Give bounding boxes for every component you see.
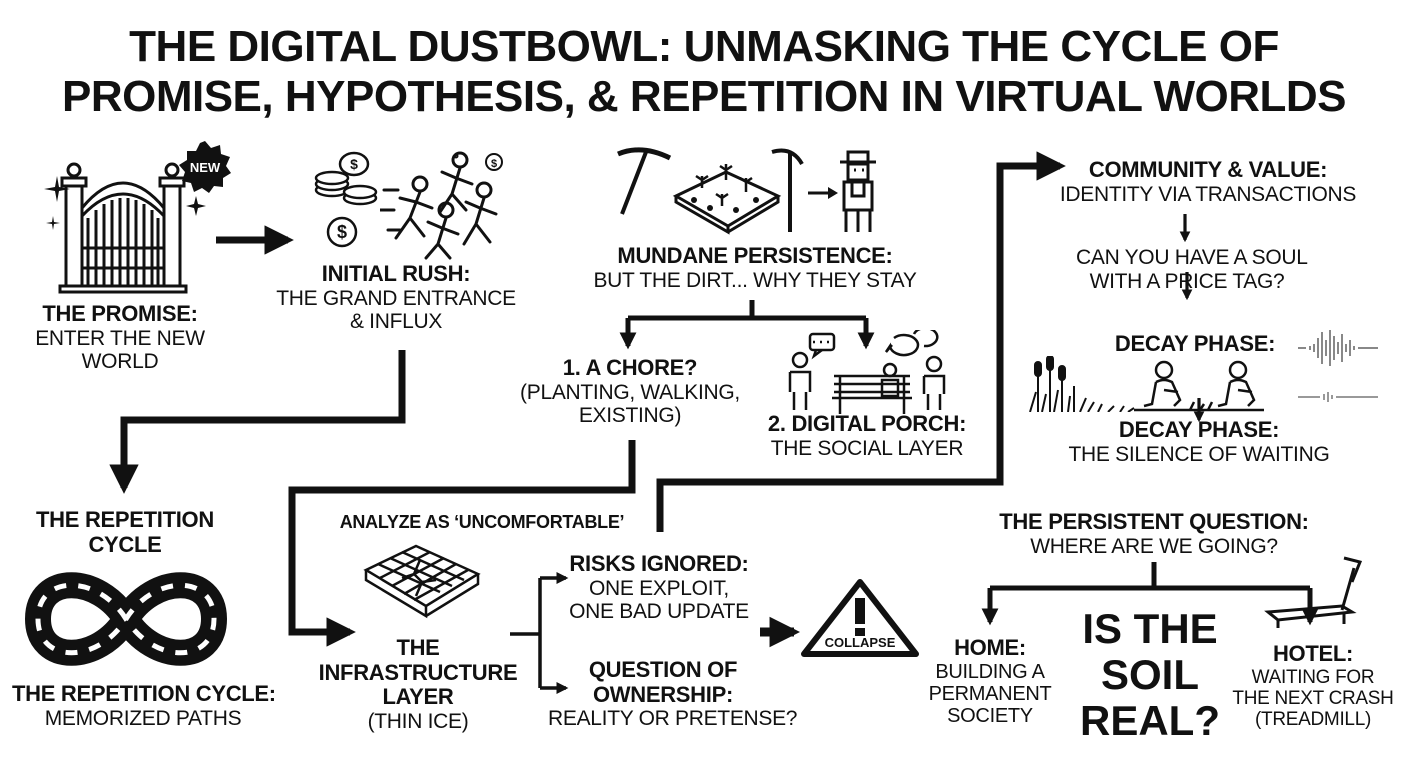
soul-line-2: WITH A PRICE TAG? [1089, 269, 1285, 293]
sound-wave-icon-lower [1298, 392, 1378, 402]
porch-block: 2. DIGITAL PORCH: THE SOCIAL LAYER [762, 411, 972, 460]
rush-block: INITIAL RUSH: THE GRAND ENTRANCE & INFLU… [276, 261, 516, 334]
decay-heading-1: DECAY PHASE: [1114, 331, 1276, 356]
repetition-label-block: THE REPETITION CYCLE: MEMORIZED PATHS [12, 681, 276, 730]
farm-plot-icon [672, 164, 782, 235]
title-line-1: THE DIGITAL DUSTBOWL: UNMASKING THE CYCL… [129, 22, 1279, 71]
promise-line-1: ENTER THE NEW [35, 326, 205, 350]
warning-icon: COLLAPSE [801, 579, 919, 657]
soil-line-1: IS THE [1082, 605, 1218, 652]
hotel-line-2: THE NEXT CRASH [1232, 687, 1394, 709]
repetition-heading-block: THE REPETITION CYCLE [30, 507, 220, 557]
infra-line-1: THE [396, 635, 440, 660]
promise-heading: THE PROMISE: [42, 301, 198, 326]
small-arrow-icon [808, 187, 838, 199]
community-heading: COMMUNITY & VALUE: [1088, 157, 1328, 182]
sitting-figure-icon [1134, 360, 1264, 412]
infinity-icon [24, 572, 228, 666]
bench-icon [832, 374, 912, 414]
hotel-line-1: WAITING FOR [1251, 666, 1375, 688]
community-block: COMMUNITY & VALUE: IDENTITY VIA TRANSACT… [1048, 157, 1368, 206]
running-crowd-icon: $ [380, 151, 503, 260]
home-heading: HOME: [954, 635, 1026, 660]
repetition-label: THE REPETITION CYCLE: [12, 681, 276, 706]
gate-icon [58, 162, 188, 294]
decay-phase-1: DECAY PHASE: [1090, 331, 1300, 357]
hotel-heading: HOTEL: [1272, 641, 1354, 666]
risks-line-1: ONE EXPLOIT, [589, 576, 729, 600]
home-line-3: SOCIETY [947, 705, 1033, 728]
repetition-sub: MEMORIZED PATHS [44, 706, 242, 730]
chore-block: 1. A CHORE? (PLANTING, WALKING, EXISTING… [512, 355, 748, 428]
porch-heading: 2. DIGITAL PORCH: [767, 411, 967, 436]
risks-line-2: ONE BAD UPDATE [569, 600, 749, 624]
decay-phase-2: DECAY PHASE: THE SILENCE OF WAITING [1064, 417, 1334, 466]
risks-block: RISKS IGNORED: ONE EXPLOIT, ONE BAD UPDA… [566, 551, 752, 624]
analyze-label: ANALYZE AS ‘UNCOMFORTABLE’ [339, 512, 625, 532]
ownership-block: QUESTION OF OWNERSHIP: REALITY OR PRETEN… [548, 657, 798, 731]
decay-sub: THE SILENCE OF WAITING [1068, 442, 1330, 466]
grass-icon [1029, 356, 1135, 412]
persistent-block: THE PERSISTENT QUESTION: WHERE ARE WE GO… [984, 509, 1324, 558]
persistent-heading: THE PERSISTENT QUESTION: [999, 509, 1309, 534]
new-badge-icon: NEW [179, 141, 231, 193]
hotel-block: HOTEL: WAITING FOR THE NEXT CRASH (TREAD… [1232, 641, 1394, 731]
chore-line-1: (PLANTING, WALKING, [520, 380, 740, 404]
home-block: HOME: BUILDING A PERMANENT SOCIETY [924, 635, 1056, 728]
community-sub: IDENTITY VIA TRANSACTIONS [1059, 182, 1357, 206]
soul-line-1: CAN YOU HAVE A SOUL [1076, 246, 1308, 269]
farmer-icon [840, 150, 876, 232]
infra-block: THE INFRASTRUCTURE LAYER (THIN ICE) [318, 635, 518, 733]
svg-text:$: $ [337, 222, 347, 242]
ownership-sub: REALITY OR PRETENSE? [548, 707, 798, 731]
rush-heading: INITIAL RUSH: [321, 261, 471, 286]
svg-text:$: $ [350, 156, 358, 172]
soil-question: IS THE SOIL REAL? [1080, 606, 1220, 744]
rush-line-2: & INFLUX [349, 310, 443, 334]
chore-line-2: EXISTING) [578, 404, 682, 428]
decay-heading-2: DECAY PHASE: [1118, 417, 1280, 442]
soul-block: CAN YOU HAVE A SOUL WITH A PRICE TAG? [1076, 246, 1308, 293]
rush-line-1: THE GRAND ENTRANCE [276, 286, 516, 310]
chore-heading: 1. A CHORE? [562, 355, 698, 380]
ownership-heading-2: OWNERSHIP: [592, 681, 733, 707]
pickaxe-icon [617, 147, 672, 215]
repetition-heading-1: THE REPETITION [36, 507, 214, 532]
soil-line-2: SOIL [1100, 651, 1199, 698]
ownership-heading-1: QUESTION OF [588, 657, 738, 682]
home-line-2: PERMANENT [928, 683, 1052, 706]
mundane-heading: MUNDANE PERSISTENCE: [617, 243, 893, 268]
sparkle-icon [44, 176, 70, 230]
coins-icon: $ $ [314, 151, 378, 248]
svg-text:NEW: NEW [190, 160, 221, 175]
promise-line-2: WORLD [81, 350, 159, 374]
promise-block: THE PROMISE: ENTER THE NEW WORLD [32, 301, 208, 374]
infra-sub: (THIN ICE) [367, 709, 469, 733]
mundane-block: MUNDANE PERSISTENCE: BUT THE DIRT... WHY… [580, 243, 930, 292]
treadmill-icon [1264, 556, 1363, 628]
sound-wave-icon [1298, 330, 1378, 366]
repetition-heading-2: CYCLE [88, 531, 162, 557]
porch-sub: THE SOCIAL LAYER [770, 436, 964, 460]
svg-text:$: $ [491, 158, 497, 170]
cracked-grid-icon [363, 544, 481, 619]
soil-line-3: REAL? [1080, 697, 1220, 744]
page-title: THE DIGITAL DUSTBOWL: UNMASKING THE CYCL… [0, 22, 1408, 122]
home-line-1: BUILDING A [935, 660, 1045, 683]
scythe-icon [771, 148, 804, 232]
risks-heading: RISKS IGNORED: [569, 551, 749, 576]
sparkle-icon-right [186, 196, 206, 216]
title-line-2: PROMISE, HYPOTHESIS, & REPETITION IN VIR… [61, 72, 1347, 121]
mundane-sub: BUT THE DIRT... WHY THEY STAY [593, 268, 917, 292]
infra-line-2: INFRASTRUCTURE [318, 659, 518, 685]
persistent-sub: WHERE ARE WE GOING? [1030, 534, 1278, 558]
collapse-label: COLLAPSE [825, 635, 896, 650]
hotel-line-3: (TREADMILL) [1255, 709, 1371, 731]
infra-line-3: LAYER [382, 684, 454, 710]
